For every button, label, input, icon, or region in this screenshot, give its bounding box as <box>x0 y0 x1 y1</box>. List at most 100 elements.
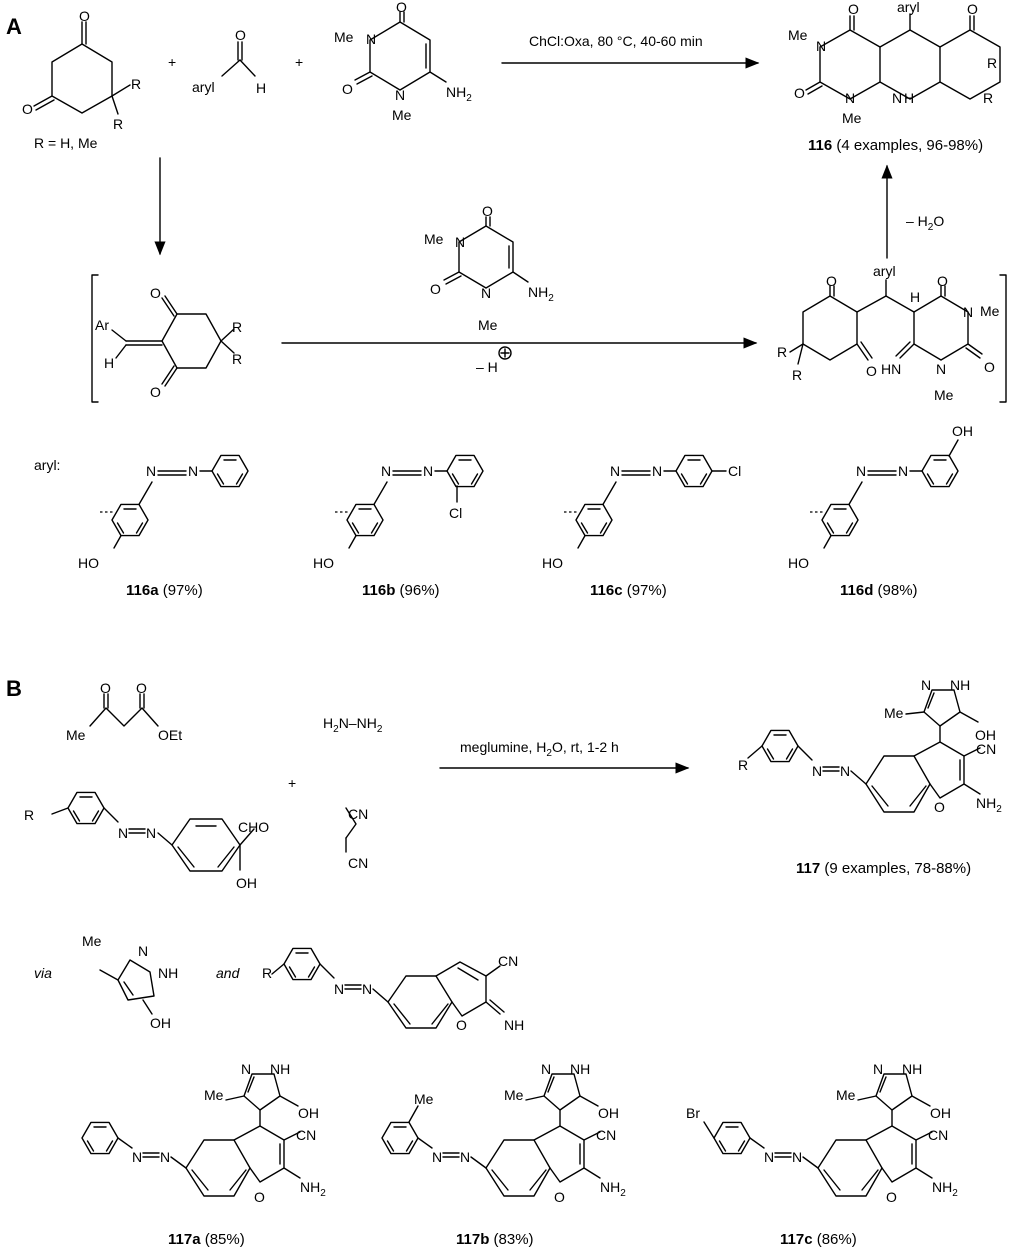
svg-text:CN: CN <box>596 1127 616 1143</box>
label-116c: 116c (97%) <box>590 582 667 599</box>
svg-text:NH2: NH2 <box>446 84 472 104</box>
svg-text:Me: Me <box>934 387 954 403</box>
svg-text:R: R <box>987 55 997 71</box>
svg-text:Me: Me <box>204 1087 224 1103</box>
svg-text:N: N <box>395 87 405 103</box>
svg-text:Me: Me <box>82 933 102 949</box>
product-117b: Me N N N NH Me OH CN O NH2 <box>381 1061 626 1205</box>
svg-text:OH: OH <box>975 727 996 743</box>
panel-a: A O O R R R = H, Me + O aryl H + <box>6 0 1007 599</box>
svg-text:O: O <box>984 359 995 375</box>
svg-text:Cl: Cl <box>728 463 741 479</box>
svg-text:NH2: NH2 <box>300 1179 326 1199</box>
svg-text:Me: Me <box>334 29 354 45</box>
svg-text:O: O <box>826 273 837 289</box>
aryl-116d: HO N N OH <box>788 423 973 571</box>
svg-text:O: O <box>235 27 246 43</box>
svg-text:H: H <box>104 355 114 371</box>
svg-text:NH: NH <box>570 1061 590 1077</box>
svg-text:NH2: NH2 <box>932 1179 958 1199</box>
svg-text:O: O <box>342 81 353 97</box>
svg-text:CHO: CHO <box>238 819 269 835</box>
label-116d: 116d (98%) <box>840 582 918 599</box>
svg-text:N: N <box>764 1149 774 1165</box>
proton-loss: – H <box>476 359 498 375</box>
svg-text:N: N <box>610 463 620 479</box>
michael-adduct-intermediate: O aryl H O N Me O N Me HN O R R <box>777 263 1000 403</box>
svg-text:Me: Me <box>836 1087 856 1103</box>
svg-text:O: O <box>886 1189 897 1205</box>
svg-text:N: N <box>892 90 902 106</box>
svg-text:R: R <box>738 757 748 773</box>
svg-text:N: N <box>856 463 866 479</box>
svg-text:O: O <box>456 1017 467 1033</box>
svg-text:N: N <box>812 763 822 779</box>
svg-text:NH2: NH2 <box>528 284 554 304</box>
svg-text:N: N <box>936 361 946 377</box>
svg-text:N: N <box>541 1061 551 1077</box>
svg-text:O: O <box>482 203 493 219</box>
label-117c: 117c (86%) <box>780 1231 857 1248</box>
svg-text:NH2: NH2 <box>600 1179 626 1199</box>
svg-text:CN: CN <box>348 806 368 822</box>
svg-text:Me: Me <box>980 303 1000 319</box>
svg-text:N: N <box>460 1149 470 1165</box>
knoevenagel-intermediate: O Ar H O R R <box>95 285 242 400</box>
conditions-b: meglumine, H2O, rt, 1-2 h <box>460 739 619 759</box>
svg-text:N: N <box>138 943 148 959</box>
svg-text:N: N <box>118 825 128 841</box>
svg-text:N: N <box>921 677 931 693</box>
svg-text:R: R <box>792 367 802 383</box>
panel-b-label: B <box>6 676 22 701</box>
svg-text:R: R <box>24 807 34 823</box>
hydroxypyrazole: Me N NH OH <box>82 933 178 1031</box>
svg-text:Me: Me <box>504 1087 524 1103</box>
label-117a: 117a (85%) <box>168 1231 245 1248</box>
svg-text:O: O <box>967 1 978 17</box>
svg-text:R: R <box>777 344 787 360</box>
aryl-116b: HO N N Cl <box>313 454 484 571</box>
svg-text:Cl: Cl <box>449 505 462 521</box>
panel-a-label: A <box>6 14 22 39</box>
svg-text:N: N <box>366 31 376 47</box>
svg-text:Me: Me <box>884 705 904 721</box>
svg-text:OH: OH <box>298 1105 319 1121</box>
svg-text:NH: NH <box>504 1017 524 1033</box>
svg-text:HO: HO <box>542 555 563 571</box>
svg-text:aryl: aryl <box>897 0 920 15</box>
svg-text:N: N <box>381 463 391 479</box>
svg-text:+: + <box>288 775 296 791</box>
malononitrile: CN CN <box>345 806 368 871</box>
svg-text:O: O <box>396 0 407 15</box>
svg-text:OH: OH <box>952 423 973 439</box>
svg-text:N: N <box>652 463 662 479</box>
svg-text:O: O <box>100 680 111 696</box>
svg-text:O: O <box>254 1189 265 1205</box>
product-117a: N N N NH Me OH CN O NH2 <box>81 1061 326 1205</box>
svg-text:N: N <box>963 304 973 320</box>
panel-b: B O O Me OEt H2N–NH2 + R N N <box>6 676 1002 1248</box>
svg-text:Ar: Ar <box>95 317 109 333</box>
svg-text:N: N <box>423 463 433 479</box>
aminouracil-reagent-2: O N Me O N Me NH2 <box>424 203 554 333</box>
svg-text:NH: NH <box>270 1061 290 1077</box>
svg-text:H: H <box>910 289 920 305</box>
label-116b: 116b (96%) <box>362 582 440 599</box>
conditions-a: ChCl:Oxa, 80 °C, 40-60 min <box>529 33 703 49</box>
svg-text:O: O <box>937 273 948 289</box>
svg-text:N: N <box>188 463 198 479</box>
svg-text:N: N <box>362 981 372 997</box>
svg-text:O: O <box>79 8 90 24</box>
hydrazine: H2N–NH2 <box>323 715 383 735</box>
svg-text:N: N <box>160 1149 170 1165</box>
aryl-116c: HO N N Cl <box>542 454 741 571</box>
product-117: R N N N NH Me OH CN O NH2 <box>738 677 1002 815</box>
svg-text:O: O <box>136 680 147 696</box>
svg-text:Me: Me <box>392 107 412 123</box>
svg-text:aryl: aryl <box>873 263 896 279</box>
svg-text:Me: Me <box>478 317 498 333</box>
svg-text:aryl: aryl <box>192 79 215 95</box>
r-definition: R = H, Me <box>34 135 98 151</box>
azo-salicylaldehyde: R N N CHO OH <box>24 791 269 891</box>
